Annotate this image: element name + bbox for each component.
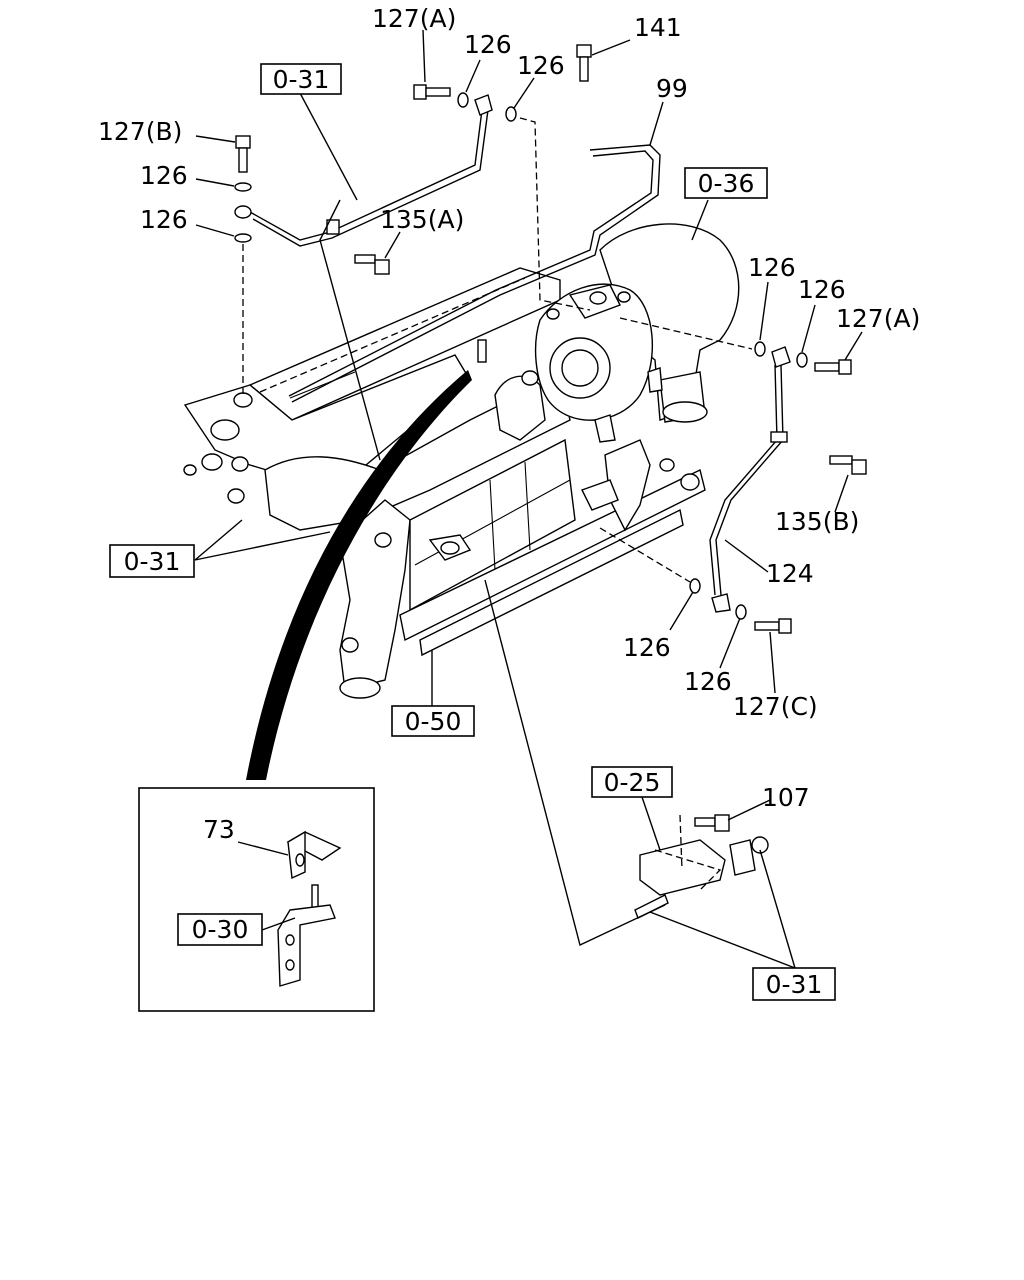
svg-text:0-31: 0-31 xyxy=(273,65,330,94)
turbocharger xyxy=(534,223,740,443)
ref-box-0-25: 0-25 xyxy=(591,766,673,798)
callout-126-bottom2: 126 xyxy=(684,667,732,696)
oil-pipes xyxy=(249,109,788,596)
banjo-fitting-top xyxy=(474,94,493,116)
ref-box-0-30: 0-30 xyxy=(177,913,263,946)
washer-126-right2 xyxy=(796,352,808,368)
ref-box-0-36: 0-36 xyxy=(684,167,768,199)
bracket-assembly xyxy=(634,814,769,919)
callout-107: 107 xyxy=(762,783,810,812)
leader-lines xyxy=(194,29,863,969)
bolt-127b xyxy=(235,135,251,173)
hardware xyxy=(234,44,867,634)
inset-detail xyxy=(138,787,375,1012)
callout-127b: 127(B) xyxy=(98,117,182,146)
callout-141: 141 xyxy=(634,13,682,42)
washer-126-top1 xyxy=(457,92,469,108)
bolt-107 xyxy=(694,814,730,832)
callout-labels: 127(A) 126 126 141 99 127(B) 126 126 135… xyxy=(98,4,920,844)
bolt-141 xyxy=(576,44,592,82)
callout-73: 73 xyxy=(203,815,235,844)
callout-126-right1: 126 xyxy=(748,253,796,282)
washer-126-bottom2 xyxy=(735,604,747,620)
washer-126-right1 xyxy=(754,341,766,357)
callout-126-top1: 126 xyxy=(464,30,512,59)
banjo-fitting-bottom xyxy=(711,593,731,613)
stud-0-31 xyxy=(634,894,669,919)
engine-assembly xyxy=(183,267,706,699)
washer-126-left2 xyxy=(234,233,252,243)
banjo-fitting-left xyxy=(234,205,252,219)
inset-frame xyxy=(138,787,375,1012)
bolt-135b xyxy=(829,455,867,475)
detail-pointer-arrow xyxy=(246,370,472,780)
bolt-127a-right xyxy=(814,359,852,375)
callout-126-top2: 126 xyxy=(517,51,565,80)
callout-135b: 135(B) xyxy=(775,507,859,536)
svg-text:0-36: 0-36 xyxy=(698,169,755,198)
washer-126-bottom1 xyxy=(689,578,701,594)
ref-box-0-31-bottom: 0-31 xyxy=(752,967,836,1001)
callout-124: 124 xyxy=(766,559,814,588)
bolt-127c xyxy=(754,618,792,634)
callout-99: 99 xyxy=(656,74,688,103)
svg-text:0-31: 0-31 xyxy=(124,547,181,576)
svg-text:0-25: 0-25 xyxy=(604,768,661,797)
svg-text:0-50: 0-50 xyxy=(405,707,462,736)
callout-127a-right: 127(A) xyxy=(836,304,920,333)
banjo-fitting-right xyxy=(771,346,791,368)
callout-126-right2: 126 xyxy=(798,275,846,304)
svg-text:0-31: 0-31 xyxy=(766,970,823,999)
ref-box-0-50: 0-50 xyxy=(391,705,475,737)
callout-127a-top: 127(A) xyxy=(372,4,456,33)
callout-127c: 127(C) xyxy=(733,692,818,721)
callout-126-left2: 126 xyxy=(140,205,188,234)
svg-text:0-30: 0-30 xyxy=(192,915,249,944)
washer-126-top2 xyxy=(505,106,517,122)
reference-boxes: 0-31 0-36 0-31 0-50 0-25 0-31 0-30 xyxy=(109,63,836,1001)
ref-box-0-31-top: 0-31 xyxy=(260,63,342,95)
bolt-127a-top xyxy=(413,84,451,100)
stud xyxy=(477,339,487,363)
washer-126-left1 xyxy=(234,182,252,192)
callout-135a: 135(A) xyxy=(380,205,464,234)
ref-box-0-31-left: 0-31 xyxy=(109,544,195,578)
callout-126-left1: 126 xyxy=(140,161,188,190)
callout-126-bottom1: 126 xyxy=(623,633,671,662)
bolt-135a xyxy=(354,254,390,275)
